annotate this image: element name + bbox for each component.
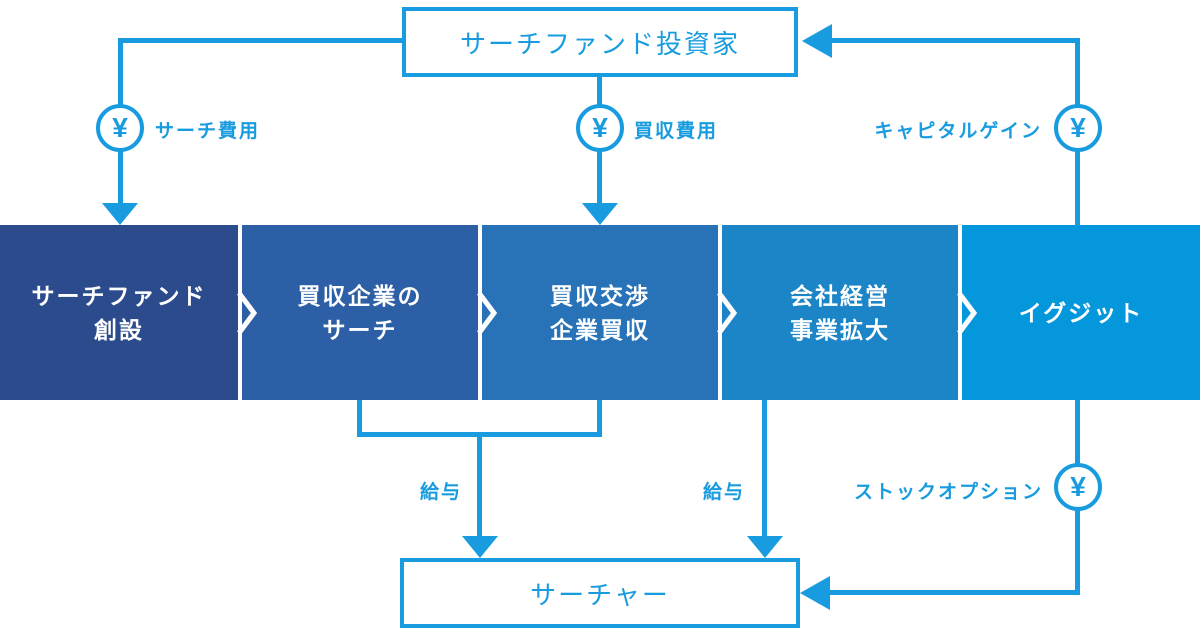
searcher-box: サーチャー: [400, 558, 800, 628]
yen-symbol: ¥: [1070, 471, 1086, 502]
arrow-down-icon: [747, 536, 783, 558]
step-fund-creation: サーチファンド 創設: [0, 225, 238, 400]
step-chevron-icon: [957, 290, 979, 336]
label-acquisition-cost: 買収費用: [634, 121, 719, 142]
yen-symbol: ¥: [1070, 112, 1086, 143]
step-label-line: 企業買収: [550, 316, 650, 343]
salary-line-right: [762, 400, 767, 538]
yen-symbol: ¥: [112, 112, 128, 143]
searcher-box-label: サーチャー: [530, 579, 670, 610]
step-label-line: イグジット: [1018, 299, 1144, 326]
step-target-search: 買収企業の サーチ: [242, 225, 478, 400]
yen-symbol: ¥: [592, 112, 608, 143]
search-cost-line-horizontal: [118, 38, 404, 43]
arrow-left-icon: [802, 24, 832, 58]
investor-box: サーチファンド投資家: [402, 7, 798, 77]
label-search-cost: サーチ費用: [155, 121, 261, 142]
step-label-line: 事業拡大: [790, 316, 890, 343]
arrow-down-icon: [102, 203, 138, 225]
arrow-down-icon: [462, 536, 498, 558]
step-exit: イグジット: [962, 225, 1200, 400]
yen-icon: ¥: [576, 104, 624, 152]
step-chevron-icon: [477, 290, 499, 336]
step-label-line: 買収企業の: [297, 282, 423, 309]
salary-join-line-right: [597, 400, 602, 437]
step-negotiation-acquisition: 買収交渉 企業買収: [482, 225, 718, 400]
arrow-left-icon: [800, 576, 830, 610]
step-label-line: 会社経営: [790, 282, 890, 309]
stock-option-line-horizontal: [828, 590, 1080, 595]
label-capital-gain: キャピタルゲイン: [874, 121, 1042, 142]
yen-icon: ¥: [1054, 463, 1102, 511]
investor-box-label: サーチファンド投資家: [459, 28, 740, 59]
capital-gain-line-horizontal: [830, 38, 1080, 43]
step-chevron-icon: [237, 290, 259, 336]
step-label-line: サーチ: [322, 316, 398, 343]
step-management-growth: 会社経営 事業拡大: [722, 225, 958, 400]
step-chevron-icon: [717, 290, 739, 336]
label-stock-option: ストックオプション: [853, 482, 1043, 503]
step-label-line: 買収交渉: [550, 282, 650, 309]
yen-icon: ¥: [96, 104, 144, 152]
salary-drop-line: [477, 432, 482, 538]
step-label-line: サーチファンド: [31, 282, 207, 309]
step-label-line: 創設: [94, 316, 144, 343]
label-salary-left: 給与: [419, 482, 462, 503]
salary-join-line-left: [357, 400, 362, 437]
yen-icon: ¥: [1054, 104, 1102, 152]
label-salary-right: 給与: [702, 482, 745, 503]
arrow-down-icon: [582, 203, 618, 225]
